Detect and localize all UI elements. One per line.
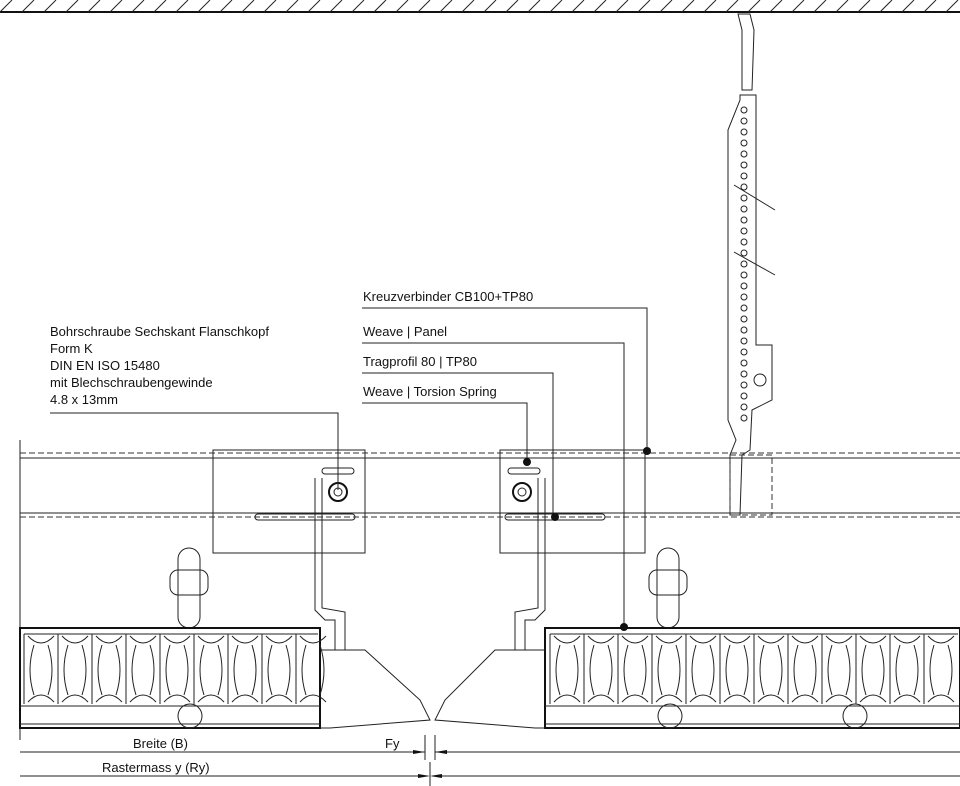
screw-label-line: Bohrschraube Sechskant Flanschkopf — [50, 324, 269, 339]
screw-label-line: Form K — [50, 341, 93, 356]
hanger-rod — [727, 13, 776, 516]
torsion-spring-left — [169, 547, 209, 629]
carrier-profile-band — [19, 440, 960, 740]
joint-dimension-label: Fy — [385, 736, 400, 751]
leader-lines — [50, 307, 651, 631]
screw-label: Bohrschraube Sechskant Flanschkopf Form … — [50, 323, 269, 408]
screw-label-line: 4.8 x 13mm — [50, 392, 118, 407]
screw-label-line: mit Blechschraubengewinde — [50, 375, 213, 390]
panel-right — [434, 627, 960, 729]
cross-connector-label: Kreuzverbinder CB100+TP80 — [363, 289, 534, 304]
panel-left — [19, 627, 431, 729]
grid-dimension-label: Rastermass y (Ry) — [102, 760, 210, 775]
screw-label-line: DIN EN ISO 15480 — [50, 358, 160, 373]
torsion-spring-right — [648, 547, 688, 629]
panel-label: Weave | Panel — [363, 324, 448, 339]
carrier-profile-label: Tragprofil 80 | TP80 — [363, 354, 477, 369]
width-dimension-label: Breite (B) — [133, 736, 188, 751]
torsion-spring-label: Weave | Torsion Spring — [363, 384, 497, 399]
cross-connector-left — [212, 449, 366, 650]
ceiling-hatch — [0, 0, 960, 13]
dimension-lines — [20, 735, 960, 786]
cross-connector-right — [499, 449, 646, 650]
